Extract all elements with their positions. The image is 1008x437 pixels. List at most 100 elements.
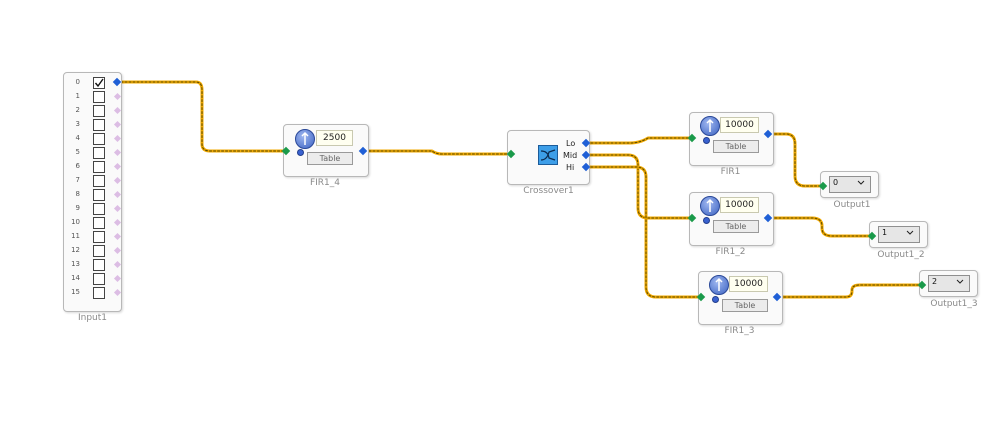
input-channel-number: 4 [75, 134, 80, 142]
output1-block[interactable]: 0 [820, 171, 879, 198]
crossover-block[interactable]: Lo Mid Hi [507, 130, 590, 185]
input-channel-number: 1 [75, 92, 80, 100]
input-channel-output-pin[interactable] [113, 246, 122, 255]
wire-mid-to-fir1-2 [585, 153, 692, 220]
fir1-2-block[interactable]: 10000 Table [689, 192, 774, 246]
output1-2-caption: Output1_2 [877, 250, 925, 260]
chevron-down-icon [956, 279, 964, 284]
output1-3-channel-select[interactable]: 2 [928, 275, 970, 292]
input-channel-checkbox[interactable] [93, 119, 105, 131]
input-channel-output-pin[interactable] [113, 92, 122, 101]
checkmark-icon [94, 78, 104, 88]
input-channel-output-pin[interactable] [113, 176, 122, 185]
input-channel-number: 8 [75, 190, 80, 198]
crossover-caption: Crossover1 [523, 186, 574, 196]
input-channel-number: 15 [71, 288, 80, 296]
input-channel-checkbox[interactable] [93, 175, 105, 187]
output1-channel-value: 0 [833, 178, 839, 187]
output1-channel-select[interactable]: 0 [829, 176, 871, 193]
knob-icon[interactable] [700, 116, 720, 136]
chevron-down-icon [857, 180, 865, 185]
indicator-dot [703, 137, 710, 144]
crossover-hi-label: Hi [566, 163, 575, 172]
wire-fir1-3-to-output1-3 [778, 283, 923, 299]
input-channel-output-pin[interactable] [113, 162, 122, 171]
input-channel-output-pin[interactable] [113, 120, 122, 129]
input-channel-number: 14 [71, 274, 80, 282]
fir1-table-button[interactable]: Table [713, 140, 759, 153]
input-channel-checkbox[interactable] [93, 161, 105, 173]
output1-2-channel-select[interactable]: 1 [878, 226, 920, 243]
fir1-4-value-field[interactable]: 2500 [316, 130, 353, 146]
input-channel-output-pin[interactable] [113, 274, 122, 283]
fir1-4-table-button[interactable]: Table [307, 152, 353, 165]
input-channel-number: 11 [71, 232, 80, 240]
fir1-value-field[interactable]: 10000 [720, 117, 759, 133]
wire-fir1-2-to-output1-2 [769, 216, 873, 238]
knob-icon[interactable] [295, 129, 315, 149]
input-channel-number: 12 [71, 246, 80, 254]
input-channel-checkbox[interactable] [93, 217, 105, 229]
wire-fir1-4-to-crossover [363, 149, 510, 156]
input-channel-checkbox[interactable] [93, 231, 105, 243]
fir1-3-value-field[interactable]: 10000 [729, 276, 768, 292]
input-channel-number: 9 [75, 204, 80, 212]
fir1-4-block[interactable]: 2500 Table [283, 124, 369, 177]
input-channel-number: 0 [75, 78, 80, 86]
input-channel-output-pin[interactable] [113, 260, 122, 269]
input-channel-output-pin[interactable] [113, 218, 122, 227]
output1-3-block[interactable]: 2 [919, 270, 978, 297]
input-channel-checkbox[interactable] [93, 259, 105, 271]
fir1-3-table-button[interactable]: Table [722, 299, 768, 312]
input-channel-checkbox[interactable] [93, 133, 105, 145]
input-channel-output-pin[interactable] [113, 288, 122, 297]
input-channel-checkbox[interactable] [93, 189, 105, 201]
output1-3-channel-value: 2 [932, 277, 938, 286]
wire-lo-to-fir1 [585, 136, 692, 145]
fir1-4-caption: FIR1_4 [309, 178, 341, 188]
input-channel-checkbox[interactable] [93, 147, 105, 159]
output1-2-channel-value: 1 [882, 228, 888, 237]
wire-fir1-to-output1 [769, 132, 824, 188]
input-channel-output-pin[interactable] [113, 232, 122, 241]
input-channel-number: 7 [75, 176, 80, 184]
fir1-3-block[interactable]: 10000 Table [698, 271, 783, 325]
crossover-icon [538, 145, 558, 165]
indicator-dot [703, 217, 710, 224]
input-channel-number: 10 [71, 218, 80, 226]
fir1-caption: FIR1 [720, 167, 741, 177]
input-channel-output-pin[interactable] [113, 134, 122, 143]
input-channel-output-pin[interactable] [113, 106, 122, 115]
chevron-down-icon [906, 230, 914, 235]
input-channel-number: 5 [75, 148, 80, 156]
input-channel-number: 13 [71, 260, 80, 268]
indicator-dot [712, 296, 719, 303]
output1-3-caption: Output1_3 [930, 299, 978, 309]
input-channel-checkbox[interactable] [93, 77, 105, 89]
input-channel-checkbox[interactable] [93, 273, 105, 285]
output1-2-block[interactable]: 1 [869, 221, 928, 248]
input-channel-output-pin[interactable] [113, 148, 122, 157]
fir1-2-table-button[interactable]: Table [713, 220, 759, 233]
input-channel-output-pin[interactable] [113, 190, 122, 199]
fir1-3-caption: FIR1_3 [724, 326, 755, 336]
knob-icon[interactable] [700, 196, 720, 216]
input-channel-checkbox[interactable] [93, 245, 105, 257]
fir1-block[interactable]: 10000 Table [689, 112, 774, 166]
fir1-2-value-field[interactable]: 10000 [720, 197, 759, 213]
wire-hi-to-fir1-3 [585, 165, 701, 299]
input-channel-output-pin[interactable] [113, 204, 122, 213]
wire-input-to-fir1-4 [119, 80, 287, 153]
knob-icon[interactable] [709, 275, 729, 295]
input-channel-number: 6 [75, 162, 80, 170]
input-channel-checkbox[interactable] [93, 287, 105, 299]
input-channel-number: 2 [75, 106, 80, 114]
crossover-lo-label: Lo [566, 139, 576, 148]
input-channel-checkbox[interactable] [93, 203, 105, 215]
indicator-dot [297, 149, 304, 156]
input-channel-number: 3 [75, 120, 80, 128]
input-channel-checkbox[interactable] [93, 91, 105, 103]
input-channel-checkbox[interactable] [93, 105, 105, 117]
